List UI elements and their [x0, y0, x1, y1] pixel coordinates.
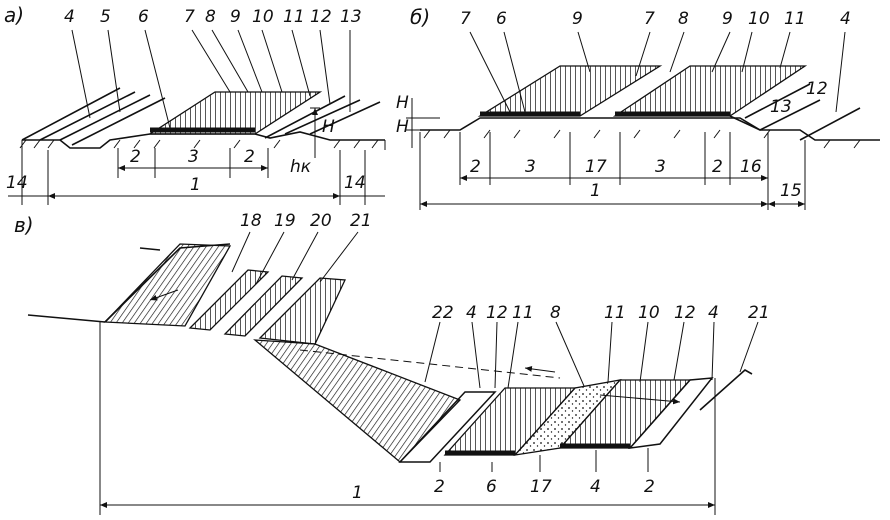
a-dim-3: 3 [188, 147, 199, 167]
v-label-4b: 4 [708, 303, 719, 323]
b-label-H2: H [396, 117, 409, 137]
b-dim-16: 16 [740, 157, 762, 177]
v-label-21-top: 21 [350, 211, 372, 231]
v-label-12a: 12 [486, 303, 508, 323]
b-dim-1: 1 [590, 181, 601, 201]
panel-b: б) 7 6 9 7 8 9 10 11 12 13 4 H H 2 3 1 [396, 5, 880, 210]
panel-a-road-block [147, 91, 323, 135]
b-label-7b: 7 [644, 9, 655, 29]
b-dim-3-left: 3 [525, 157, 536, 177]
v-label-8: 8 [550, 303, 561, 323]
a-label-5: 5 [100, 7, 111, 27]
v-label-11b: 11 [604, 303, 626, 323]
a-label-10: 10 [252, 7, 274, 27]
b-label-7a: 7 [460, 9, 471, 29]
v-label-19: 19 [274, 211, 296, 231]
v-label-4a: 4 [466, 303, 477, 323]
b-dim-15: 15 [780, 181, 802, 201]
a-label-H: H [322, 117, 335, 137]
a-label-8: 8 [205, 7, 216, 27]
a-label-9: 9 [230, 7, 241, 27]
b-label-9b: 9 [722, 9, 733, 29]
v-label-18: 18 [240, 211, 262, 231]
a-dim-14-left: 14 [6, 173, 28, 193]
panel-a: а) 4 5 6 7 8 9 10 11 12 13 H hк [4, 3, 386, 205]
panel-a-letter: а) [4, 3, 24, 27]
b-label-4: 4 [840, 9, 851, 29]
v-dim-1: 1 [352, 483, 363, 503]
a-label-hk: hк [290, 157, 312, 177]
v-bottom-2b: 2 [644, 477, 655, 497]
b-label-10: 10 [748, 9, 770, 29]
b-dim-3-right: 3 [655, 157, 666, 177]
a-label-7: 7 [184, 7, 195, 27]
v-band-19 [188, 269, 270, 331]
b-dim-2-left: 2 [470, 157, 481, 177]
v-label-22: 22 [432, 303, 454, 323]
a-label-4: 4 [64, 7, 75, 27]
v-base-slabs [445, 443, 630, 456]
a-label-11: 11 [283, 7, 305, 27]
v-band-20 [223, 275, 304, 337]
a-dim-1: 1 [190, 175, 201, 195]
b-label-13: 13 [770, 97, 792, 117]
b-label-12: 12 [806, 79, 828, 99]
panel-a-ground-hatch [19, 139, 379, 149]
v-bottom-17: 17 [530, 477, 552, 497]
b-label-8: 8 [678, 9, 689, 29]
v-bottom-4: 4 [590, 477, 601, 497]
panel-b-letter: б) [410, 5, 430, 29]
a-label-13: 13 [340, 7, 362, 27]
b-label-11: 11 [784, 9, 806, 29]
b-label-6: 6 [496, 9, 507, 29]
b-dim-2-right: 2 [712, 157, 723, 177]
a-label-6: 6 [138, 7, 149, 27]
panel-b-ground [420, 117, 880, 141]
v-label-21-right: 21 [748, 303, 770, 323]
v-slope-21 [253, 339, 462, 463]
v-bottom-6: 6 [486, 477, 497, 497]
v-bottom-2a: 2 [434, 477, 445, 497]
v-label-11a: 11 [512, 303, 534, 323]
a-dim-2-left: 2 [130, 147, 141, 167]
b-label-H1: H [396, 93, 409, 113]
panel-v-letter: в) [14, 213, 34, 237]
v-label-12b: 12 [674, 303, 696, 323]
panel-v: в) 18 19 20 21 22 4 12 11 8 [14, 211, 770, 515]
b-label-9a: 9 [572, 9, 583, 29]
v-label-10: 10 [638, 303, 660, 323]
a-dim-2-right: 2 [244, 147, 255, 167]
v-upper-block-18 [103, 243, 232, 327]
v-label-20: 20 [310, 211, 332, 231]
b-dim-17: 17 [585, 157, 607, 177]
a-label-12: 12 [310, 7, 332, 27]
panel-b-ground-hatch [423, 129, 861, 149]
a-dim-14-right: 14 [344, 173, 366, 193]
